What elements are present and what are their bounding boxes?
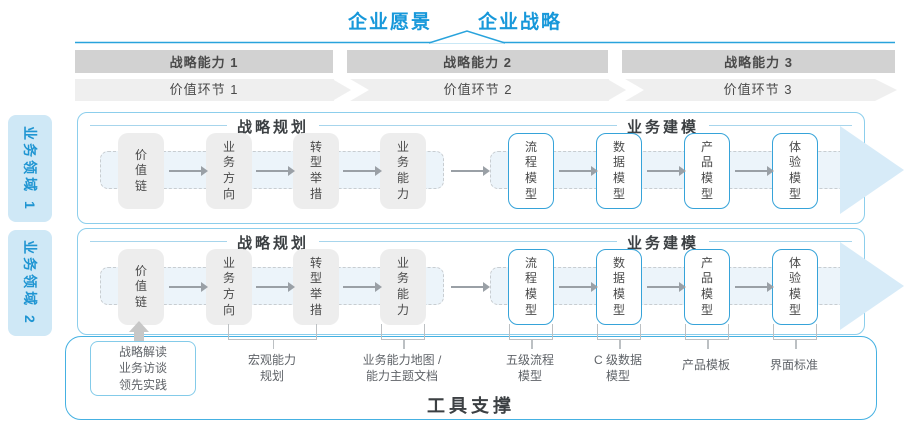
arrow-icon	[169, 282, 208, 292]
arrow-icon	[647, 282, 686, 292]
strategic-planning-header: 战略规划	[226, 232, 320, 253]
interface-standard-label: 界面标准	[769, 358, 819, 372]
arrow-icon	[451, 166, 490, 176]
business-direction-box: 业务方向	[206, 133, 252, 209]
box-label: 价值链	[135, 147, 148, 193]
bracket-connector	[381, 324, 425, 349]
header-line	[90, 241, 852, 242]
business-domain-1-panel: 战略规划 业务建模 价值链 业务方向 转型举措 业务能力 流程模型 数据模型 产…	[77, 112, 904, 224]
transformation-initiative-box: 转型举措	[293, 133, 339, 209]
data-model-box: 数据模型	[596, 133, 642, 209]
business-direction-box: 业务方向	[206, 249, 252, 325]
business-domain-1-label: 业务领域 1	[8, 115, 52, 222]
business-domain-2-text: 业务领域 2	[22, 240, 38, 326]
top-titles: 企业愿景 企业战略	[0, 7, 910, 34]
bracket-connector	[773, 324, 817, 349]
bracket-connector	[228, 324, 317, 349]
box-label: 数据模型	[613, 139, 626, 201]
business-capability-box: 业务能力	[380, 133, 426, 209]
flow-arrow-icon	[840, 242, 904, 330]
data-model-box: 数据模型	[596, 249, 642, 325]
business-domain-1-text: 业务领域 1	[22, 125, 38, 212]
box-label: 数据模型	[613, 255, 626, 317]
box-label: 价值链	[135, 263, 148, 309]
arrow-icon	[343, 166, 382, 176]
business-capability-box: 业务能力	[380, 249, 426, 325]
experience-model-box: 体验模型	[772, 249, 818, 325]
arrow-icon	[735, 166, 774, 176]
up-arrow-shaft	[134, 331, 144, 342]
bracket-connector	[509, 324, 553, 349]
product-model-box: 产品模型	[684, 133, 730, 209]
arrow-icon	[256, 166, 295, 176]
product-model-box: 产品模型	[684, 249, 730, 325]
arrow-icon	[559, 282, 598, 292]
business-modeling-header: 业务建模	[616, 232, 710, 253]
arrow-icon	[559, 166, 598, 176]
capability-map-label: 业务能力地图 / 能力主题文档	[362, 353, 442, 384]
value-chain-box: 价值链	[118, 133, 164, 209]
top-divider-line	[75, 30, 895, 44]
c-level-data-model-label: C 级数据 模型	[593, 353, 643, 384]
tool-support-container	[65, 336, 877, 420]
up-arrow-icon	[129, 321, 149, 332]
enterprise-vision-title: 企业愿景	[347, 12, 432, 33]
tool-support-title: 工具支撑	[427, 396, 515, 416]
arrow-icon	[169, 166, 208, 176]
experience-model-box: 体验模型	[772, 133, 818, 209]
bracket-connector	[685, 324, 729, 349]
business-domain-2-label: 业务领域 2	[8, 230, 52, 336]
capability-bar-3: 战略能力 3	[622, 50, 895, 73]
strategic-planning-header: 战略规划	[226, 116, 320, 137]
box-label: 体验模型	[789, 255, 802, 317]
capability-bar-2: 战略能力 2	[347, 50, 608, 73]
box-label: 业务能力	[397, 255, 410, 317]
box-label: 业务能力	[397, 139, 410, 201]
box-label: 流程模型	[525, 139, 538, 201]
bracket-connector	[597, 324, 641, 349]
flow-arrow-icon	[840, 126, 904, 214]
box-label: 业务方向	[223, 255, 236, 317]
box-label: 转型举措	[310, 139, 323, 201]
macro-capability-planning-label: 宏观能力 规划	[247, 353, 297, 384]
business-modeling-header: 业务建模	[616, 116, 710, 137]
arrow-icon	[735, 282, 774, 292]
transformation-initiative-box: 转型举措	[293, 249, 339, 325]
process-model-box: 流程模型	[508, 249, 554, 325]
value-chain-label-2: 价值环节 2	[443, 82, 513, 97]
arrow-icon	[343, 282, 382, 292]
box-label: 产品模型	[701, 255, 714, 317]
value-chain-box: 价值链	[118, 249, 164, 325]
arrow-icon	[451, 282, 490, 292]
box-label: 转型举措	[310, 255, 323, 317]
arrow-icon	[647, 166, 686, 176]
five-level-process-model-label: 五级流程 模型	[505, 353, 555, 384]
box-label: 业务方向	[223, 139, 236, 201]
capability-bar-1: 战略能力 1	[75, 50, 333, 73]
business-domain-2-panel: 战略规划 业务建模 价值链 业务方向 转型举措 业务能力 流程模型 数据模型 产…	[77, 228, 904, 335]
header-line	[90, 125, 852, 126]
box-label: 体验模型	[789, 139, 802, 201]
value-chain-label-1: 价值环节 1	[169, 82, 239, 97]
strategy-practice-box: 战略解读 业务访谈 领先实践	[90, 341, 196, 396]
enterprise-strategy-title: 企业战略	[478, 12, 563, 33]
value-chain-label-3: 价值环节 3	[723, 82, 793, 97]
box-label: 流程模型	[525, 255, 538, 317]
arrow-icon	[256, 282, 295, 292]
process-model-box: 流程模型	[508, 133, 554, 209]
box-label: 产品模型	[701, 139, 714, 201]
value-chain-chevron-band	[75, 78, 897, 102]
product-template-label: 产品模板	[681, 358, 731, 372]
